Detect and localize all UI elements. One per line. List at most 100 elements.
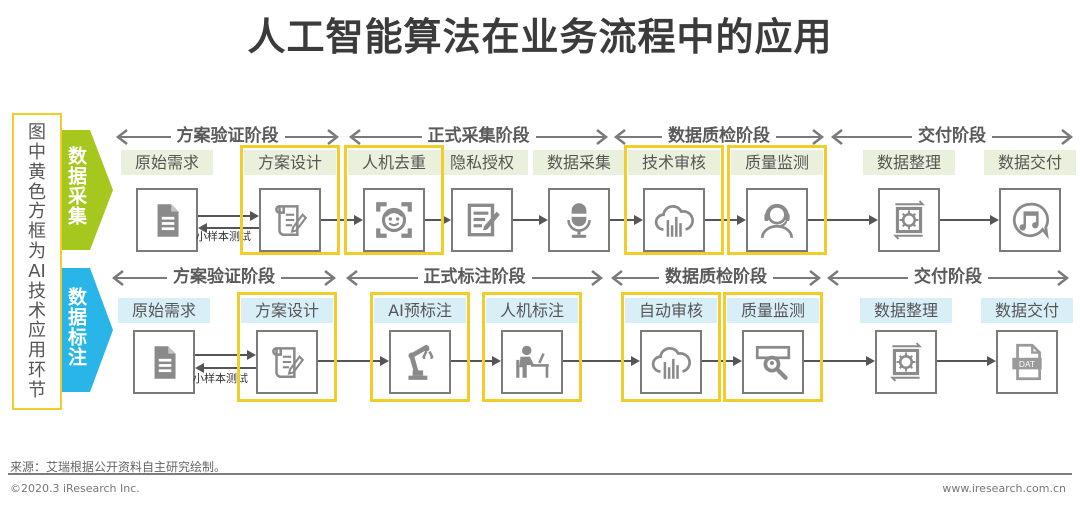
step-box[interactable]: [136, 188, 198, 252]
flow-arrow-head: [380, 356, 389, 366]
step-label: 数据整理: [860, 298, 952, 323]
step-label: AI预标注: [374, 298, 466, 323]
row-name: 数据采集: [65, 146, 87, 226]
feedback-label: 小样本测试: [196, 230, 251, 243]
row-name: 数据标注: [65, 287, 87, 367]
step-box[interactable]: [746, 188, 808, 252]
legend-char: 节: [28, 379, 46, 401]
data-process-icon: [893, 200, 925, 240]
legend-char: 术: [28, 300, 46, 322]
legend-char: 为: [28, 241, 46, 263]
phase-label: 交付阶段: [912, 126, 992, 146]
flow-arrow-head: [866, 356, 875, 366]
page-title: 人工智能算法在业务流程中的应用: [247, 15, 833, 59]
step-box[interactable]: [451, 188, 513, 252]
website-link[interactable]: www.iresearch.com.cn: [942, 482, 1066, 495]
phase-label: 正式标注阶段: [417, 267, 532, 287]
phase-arrow-right-head: [812, 129, 825, 145]
phase-arrow-right-head: [1057, 270, 1070, 286]
phase-label: 正式采集阶段: [421, 126, 536, 146]
legend-char: 框: [28, 221, 46, 243]
flow-arrow-head: [539, 215, 548, 225]
footer-divider: [8, 473, 1072, 475]
step-box[interactable]: DAT: [996, 330, 1058, 394]
flow-arrow-head: [869, 215, 878, 225]
legend-char: AI: [28, 260, 46, 282]
step-label: 隐私授权: [436, 150, 528, 175]
robot-arm-icon: [408, 344, 434, 380]
step-label: 数据交付: [984, 150, 1076, 175]
step-box[interactable]: [389, 330, 451, 394]
legend-char: 图: [28, 122, 46, 143]
feedback-arrow-head: [195, 363, 204, 373]
cloud-chart-icon: [654, 205, 694, 237]
phase-arrow-left-head: [826, 270, 839, 286]
phase-arrow-right-head: [591, 270, 604, 286]
phase-arrow-left-head: [613, 129, 626, 145]
step-box[interactable]: [363, 188, 425, 252]
person-desk-icon: [516, 345, 549, 378]
step-label: 方案设计: [241, 298, 333, 323]
phase-label: 数据质检阶段: [659, 267, 773, 287]
phase-label: 方案验证阶段: [170, 126, 285, 146]
step-box[interactable]: [999, 188, 1061, 252]
phase-arrow-left-head: [348, 129, 361, 145]
step-label: 人机标注: [486, 298, 578, 323]
forward-arrow-head: [250, 211, 259, 221]
flow-arrow-head: [733, 356, 742, 366]
step-box[interactable]: [875, 330, 937, 394]
flow-arrow-head: [634, 215, 643, 225]
icon-text: DAT: [1019, 359, 1035, 369]
phase-arrow-left-head: [830, 129, 843, 145]
phase-arrow-right-head: [324, 270, 337, 286]
legend-box: 图 中 黄 色 方 框 为 AI 技 术 应 用 环 节: [12, 113, 62, 410]
phase-arrow-right-head: [596, 129, 609, 145]
phase-arrow-right-head: [327, 129, 340, 145]
legend-char: 中: [28, 141, 46, 163]
scroll-pen-icon: [272, 347, 305, 378]
legend-char: 应: [28, 320, 46, 342]
feedback-arrow-head: [198, 223, 207, 233]
flow-arrow-head: [442, 215, 451, 225]
legend-char: 方: [28, 201, 46, 223]
flow-arrow-head: [631, 356, 640, 366]
legend-char: 色: [28, 181, 46, 203]
forward-arrow-head: [247, 350, 256, 360]
legend-char: 技: [28, 280, 46, 302]
step-box[interactable]: [256, 330, 318, 394]
phase-arrow-left-head: [111, 270, 124, 286]
step-label: 质量监测: [727, 298, 819, 323]
legend-char: 用: [28, 340, 46, 362]
legend-char: 黄: [28, 161, 46, 183]
flow-arrow-head: [492, 356, 501, 366]
phase-arrow-right-head: [809, 270, 822, 286]
magnifier-screen-icon: [755, 345, 791, 380]
step-label: 技术审核: [628, 150, 720, 175]
step-label: 原始需求: [118, 298, 210, 323]
headset-user-icon: [760, 204, 794, 238]
step-box[interactable]: [742, 330, 804, 394]
step-label: 数据采集: [533, 150, 625, 175]
legend-char: 环: [28, 360, 46, 382]
step-box[interactable]: [878, 188, 940, 252]
step-box[interactable]: [640, 330, 702, 394]
scroll-pen-icon: [275, 205, 308, 236]
step-box[interactable]: [548, 188, 610, 252]
step-box[interactable]: [259, 188, 321, 252]
step-box[interactable]: [133, 330, 195, 394]
step-label: 数据交付: [981, 298, 1073, 323]
dat-file-icon: DAT: [1012, 343, 1042, 381]
form-edit-icon: [467, 203, 500, 237]
source-note: 来源：艾瑞根据公开资料自主研究绘制。: [10, 460, 227, 474]
step-label: 数据整理: [863, 150, 955, 175]
flow-arrow-head: [354, 215, 363, 225]
step-box[interactable]: [501, 330, 563, 394]
cloud-chart-icon: [651, 347, 691, 379]
step-label: 原始需求: [121, 150, 213, 175]
copyright: ©2020.3 iResearch Inc.: [10, 482, 140, 495]
step-box[interactable]: [643, 188, 705, 252]
phase-label: 方案验证阶段: [167, 267, 281, 287]
document-icon: [154, 346, 176, 379]
step-label: 质量监测: [731, 150, 823, 175]
phase-label: 数据质检阶段: [662, 126, 776, 146]
